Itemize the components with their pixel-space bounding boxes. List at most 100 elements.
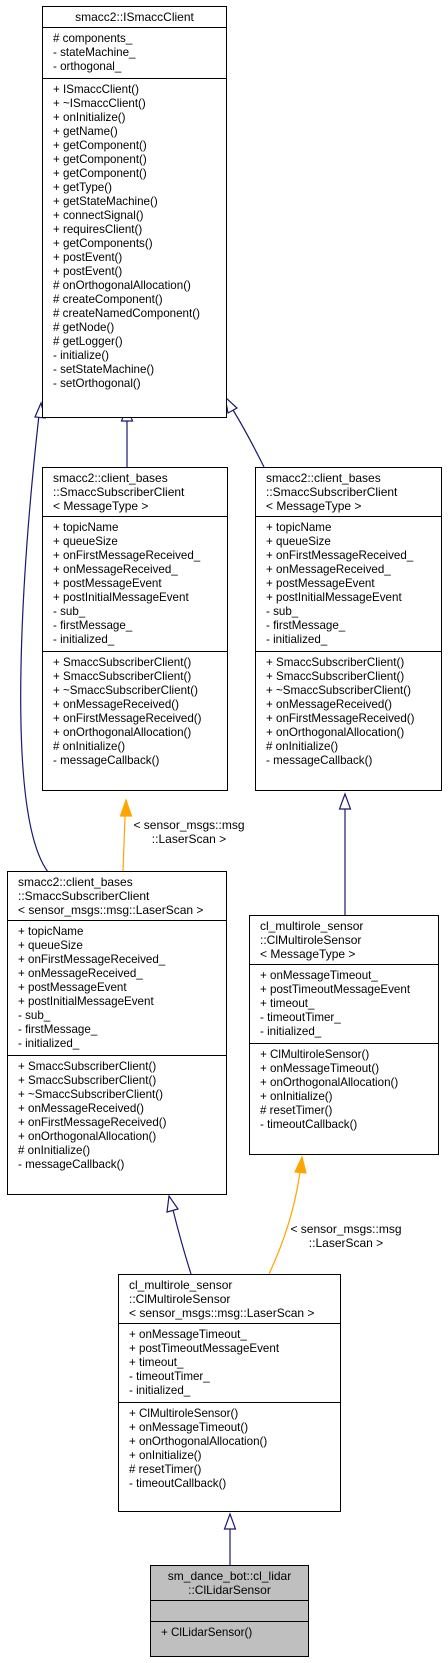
method-entry: # resetTimer() — [260, 1104, 333, 1117]
attribute-entry: + postInitialMessageEvent — [18, 995, 154, 1008]
method-entry: # getLogger() — [53, 335, 123, 348]
method-entry: # onOrthogonalAllocation() — [53, 279, 191, 292]
method-section: + SmaccSubscriberClient()+ SmaccSubscrib… — [43, 651, 227, 772]
attribute-entry: - timeoutTimer_ — [129, 1370, 210, 1383]
class-multirole-sensor-laserscan: cl_multirole_sensor::ClMultiroleSensor< … — [118, 1274, 341, 1512]
class-title: smacc2::client_bases::SmaccSubscriberCli… — [8, 872, 226, 920]
template-edge-multirole — [268, 1171, 301, 1275]
class-multirole-sensor-template: cl_multirole_sensor::ClMultiroleSensor< … — [249, 915, 439, 1155]
method-entry: + SmaccSubscriberClient() — [18, 1074, 157, 1087]
method-entry: + ClLidarSensor() — [161, 1626, 253, 1639]
class-title: cl_multirole_sensor::ClMultiroleSensor< … — [119, 1275, 340, 1323]
method-entry: + onOrthogonalAllocation() — [129, 1435, 268, 1448]
method-section: + SmaccSubscriberClient()+ SmaccSubscrib… — [256, 651, 441, 772]
attribute-entry: - sub_ — [53, 605, 86, 618]
method-entry: + onMessageReceived() — [266, 698, 392, 711]
method-entry: + onOrthogonalAllocation() — [266, 726, 405, 739]
attribute-entry: + onMessageTimeout_ — [129, 1328, 247, 1341]
method-section: + ClMultiroleSensor()+ onMessageTimeout(… — [119, 1402, 340, 1495]
class-title: smacc2::client_bases::SmaccSubscriberCli… — [43, 468, 227, 516]
method-entry: + SmaccSubscriberClient() — [266, 670, 405, 683]
method-entry: + onMessageReceived() — [53, 698, 179, 711]
attribute-entry: + postMessageEvent — [266, 577, 375, 590]
attribute-entry: - initialized_ — [266, 633, 328, 646]
class-title-line: cl_multirole_sensor — [260, 919, 364, 933]
method-entry: + getComponent() — [53, 153, 147, 166]
method-entry: + onFirstMessageReceived() — [53, 712, 202, 725]
attribute-entry: + onMessageTimeout_ — [260, 969, 378, 982]
attribute-entry: - initialized_ — [18, 1037, 80, 1050]
attribute-entry: + topicName — [18, 925, 84, 938]
class-subscriber-client-laserscan: smacc2::client_bases::SmaccSubscriberCli… — [7, 871, 227, 1195]
method-entry: + getStateMachine() — [53, 195, 158, 208]
method-entry: # createComponent() — [53, 293, 163, 306]
method-entry: + getComponent() — [53, 167, 147, 180]
attribute-entry: - initialized_ — [129, 1384, 191, 1397]
method-section: + ClMultiroleSensor()+ onMessageTimeout(… — [250, 1043, 438, 1136]
method-entry: # createNamedComponent() — [53, 307, 200, 320]
method-entry: + ClMultiroleSensor() — [129, 1407, 239, 1420]
attribute-entry: - orthogonal_ — [53, 60, 122, 73]
class-title-line: ::ClMultiroleSensor — [129, 1292, 231, 1306]
attribute-entry: - firstMessage_ — [266, 619, 346, 632]
method-entry: + onOrthogonalAllocation() — [260, 1076, 399, 1089]
attribute-section: + topicName+ queueSize+ onFirstMessageRe… — [43, 516, 227, 651]
attribute-entry: - firstMessage_ — [18, 1023, 98, 1036]
method-entry: # onInitialize() — [266, 740, 339, 753]
attribute-section — [151, 1600, 308, 1621]
class-title-line: ::SmaccSubscriberClient — [266, 485, 398, 499]
class-title-line: sm_dance_bot::cl_lidar — [167, 1569, 292, 1583]
attribute-entry: + onFirstMessageReceived_ — [53, 549, 201, 562]
method-entry: + SmaccSubscriberClient() — [53, 670, 192, 683]
attribute-entry: + topicName — [53, 521, 119, 534]
attribute-section: # components_- stateMachine_- orthogonal… — [43, 27, 226, 78]
class-title: cl_multirole_sensor::ClMultiroleSensor< … — [250, 916, 438, 964]
class-title-line: < sensor_msgs::msg::LaserScan > — [18, 903, 204, 917]
attribute-entry: + postMessageEvent — [53, 577, 162, 590]
attribute-entry: - firstMessage_ — [53, 619, 133, 632]
attribute-entry: + topicName — [266, 521, 332, 534]
class-title: sm_dance_bot::cl_lidar::ClLidarSensor — [151, 1566, 308, 1600]
class-title-line: smacc2::client_bases — [18, 875, 133, 889]
class-title-line: < MessageType > — [53, 499, 149, 513]
method-entry: - initialize() — [53, 349, 110, 362]
method-entry: # resetTimer() — [129, 1463, 202, 1476]
edge-label-line: < sensor_msgs::msg — [133, 818, 245, 832]
class-title: smacc2::client_bases::SmaccSubscriberCli… — [256, 468, 441, 516]
method-entry: + SmaccSubscriberClient() — [53, 656, 192, 669]
class-title-line: < MessageType > — [266, 499, 362, 513]
template-edge-subscriber — [122, 815, 126, 872]
method-section: + ISmaccClient()+ ~ISmaccClient()+ onIni… — [43, 78, 226, 395]
inheritance-arrowhead — [223, 1512, 237, 1530]
inheritance-edge-subscriber-b-to-ismacc — [232, 409, 265, 468]
attribute-entry: + onMessageReceived_ — [53, 563, 178, 576]
attribute-entry: + postTimeoutMessageEvent — [260, 983, 411, 996]
class-title-line: ::SmaccSubscriberClient — [18, 889, 150, 903]
method-entry: + onOrthogonalAllocation() — [18, 1130, 157, 1143]
edge-label-line: ::LaserScan > — [151, 832, 227, 846]
class-title: smacc2::ISmaccClient — [43, 7, 226, 27]
attribute-entry: + onFirstMessageReceived_ — [266, 549, 414, 562]
class-cl-lidar-sensor: sm_dance_bot::cl_lidar::ClLidarSensor + … — [150, 1565, 309, 1657]
attribute-entry: + queueSize — [53, 535, 118, 548]
inheritance-edge-multirole-laserscan-to-subscriber-laserscan — [172, 1209, 192, 1275]
method-entry: + ClMultiroleSensor() — [260, 1048, 370, 1061]
method-entry: + ~SmaccSubscriberClient() — [266, 684, 411, 697]
method-entry: - timeoutCallback() — [260, 1118, 358, 1131]
method-entry: - setStateMachine() — [53, 363, 155, 376]
method-entry: + getComponent() — [53, 139, 147, 152]
method-entry: + postEvent() — [53, 265, 123, 278]
attribute-entry: + onFirstMessageReceived_ — [18, 953, 166, 966]
class-title-line: smacc2::ISmaccClient — [75, 10, 194, 24]
method-entry: + requiresClient() — [53, 223, 143, 236]
method-entry: + getType() — [53, 181, 112, 194]
method-entry: + onMessageTimeout() — [129, 1421, 249, 1434]
class-title-line: ::SmaccSubscriberClient — [53, 485, 185, 499]
method-entry: + onOrthogonalAllocation() — [53, 726, 192, 739]
edge-label-line: ::LaserScan > — [308, 1236, 384, 1250]
method-entry: # onInitialize() — [18, 1144, 91, 1157]
method-entry: + SmaccSubscriberClient() — [18, 1060, 157, 1073]
template-arrowhead — [294, 1155, 307, 1174]
method-entry: + SmaccSubscriberClient() — [266, 656, 405, 669]
